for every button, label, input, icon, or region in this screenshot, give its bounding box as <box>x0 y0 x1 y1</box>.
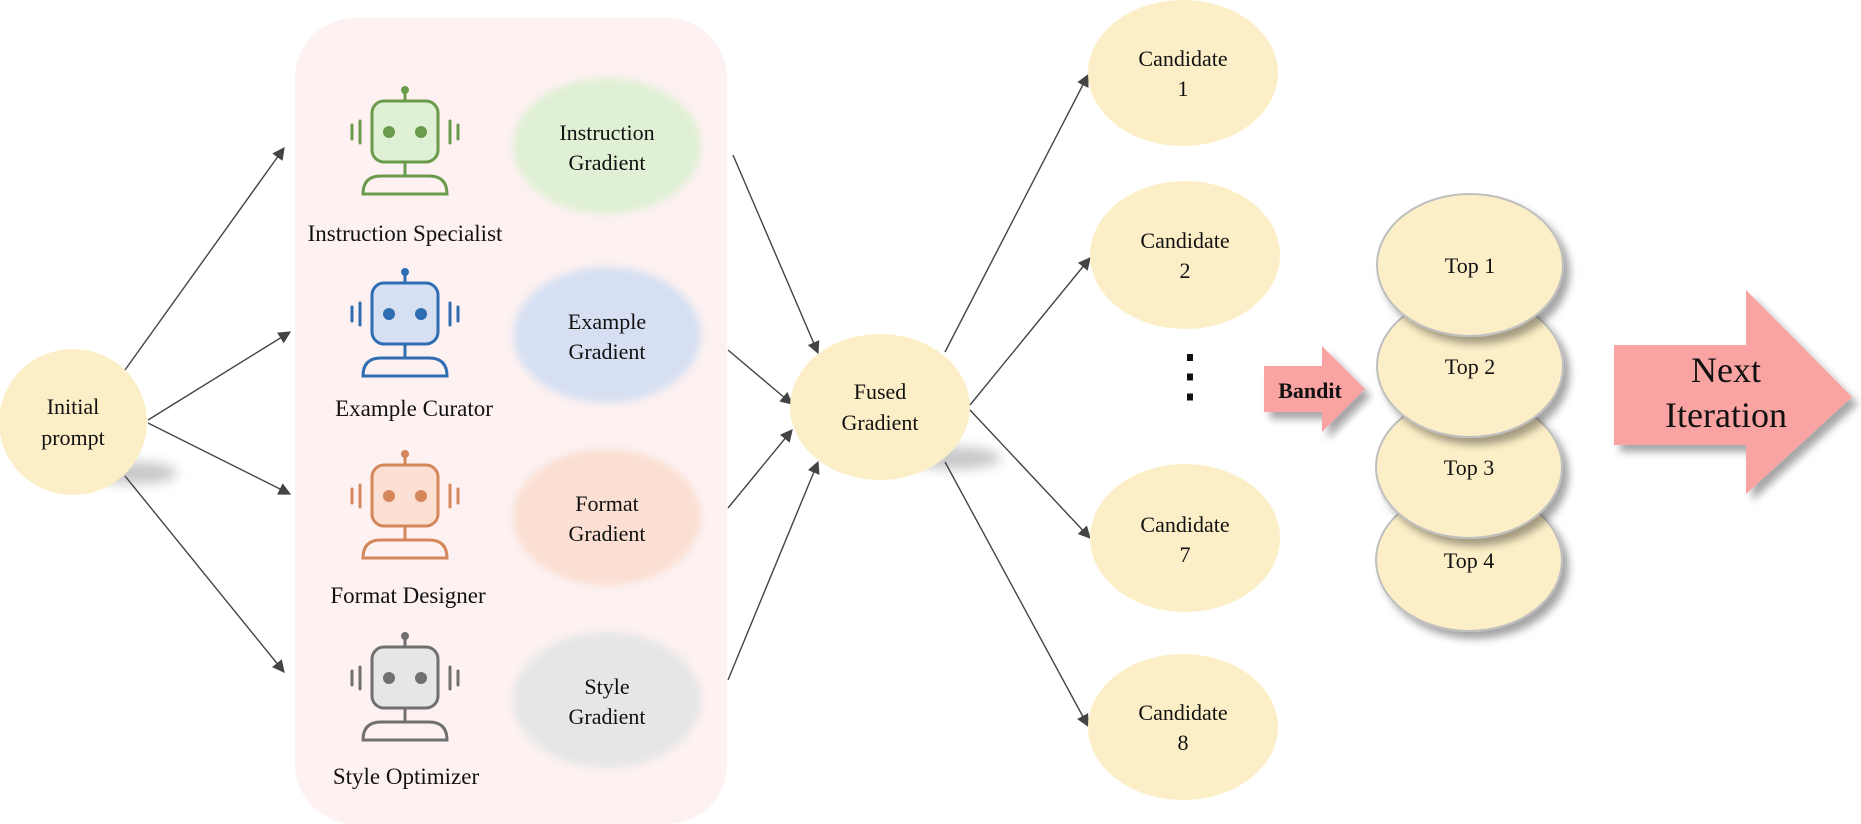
format-gradient-node <box>513 449 701 585</box>
style-gradient-node <box>513 632 701 768</box>
robot-icon <box>350 268 460 378</box>
arrows-to-candidates <box>944 73 1091 728</box>
next-line2: Iteration <box>1665 395 1787 435</box>
candidate-line1: Candidate <box>1140 228 1229 253</box>
agents-panel <box>295 18 727 824</box>
gradient-label-line2: Gradient <box>569 704 646 729</box>
top-label: Top 4 <box>1444 548 1494 573</box>
gradient-label-line1: Format <box>575 491 639 516</box>
agent-label: Format Designer <box>330 583 486 608</box>
agent-style-optimizer: Style Optimizer Style Gradient <box>333 632 701 789</box>
next-iteration-arrow: Next Iteration <box>1614 290 1852 494</box>
gradient-label-line1: Example <box>568 309 646 334</box>
agent-label: Instruction Specialist <box>308 221 503 246</box>
top-stack: Top 4 Top 3 Top 2 Top 1 <box>1375 193 1564 632</box>
candidate-line2: 1 <box>1178 76 1189 101</box>
robot-icon <box>350 450 460 560</box>
candidate-line2: 2 <box>1180 258 1191 283</box>
example-gradient-node <box>513 267 701 403</box>
candidate-node: Candidate 2 <box>1090 181 1280 329</box>
agent-example-curator: Example Curator Example Gradient <box>335 267 701 421</box>
instruction-gradient-node <box>513 78 701 214</box>
gradient-label-line2: Gradient <box>569 521 646 546</box>
robot-icon <box>350 632 460 742</box>
candidate-line2: 7 <box>1180 542 1191 567</box>
candidate-line1: Candidate <box>1138 46 1227 71</box>
next-line1: Next <box>1691 350 1761 390</box>
top-node: Top 2 <box>1376 294 1564 438</box>
agent-instruction-specialist: Instruction Specialist Instruction Gradi… <box>308 78 701 246</box>
gradient-label-line1: Instruction <box>559 120 654 145</box>
top-label: Top 1 <box>1445 253 1495 278</box>
arrows-to-fused <box>727 154 820 681</box>
top-label: Top 2 <box>1445 354 1495 379</box>
candidate-line1: Candidate <box>1138 700 1227 725</box>
candidate-line1: Candidate <box>1140 512 1229 537</box>
agent-format-designer: Format Designer Format Gradient <box>330 449 701 608</box>
agent-label: Style Optimizer <box>333 764 480 789</box>
bandit-arrow: Bandit <box>1264 346 1365 432</box>
agent-label: Example Curator <box>335 396 493 421</box>
fused-line2: Gradient <box>842 410 919 435</box>
initial-prompt-node: Initial prompt <box>0 349 177 495</box>
gradient-label-line2: Gradient <box>569 339 646 364</box>
bandit-label: Bandit <box>1278 378 1342 403</box>
arrows-to-agents <box>124 146 292 673</box>
candidate-node: Candidate 8 <box>1088 654 1278 800</box>
robot-icon <box>350 86 460 196</box>
fused-line1: Fused <box>854 379 907 404</box>
candidate-line2: 8 <box>1178 730 1189 755</box>
gradient-label-line2: Gradient <box>569 150 646 175</box>
candidate-node: Candidate 7 <box>1090 464 1280 612</box>
initial-prompt-line1: Initial <box>47 394 100 419</box>
top-node: Top 3 <box>1375 395 1563 539</box>
top-node: Top 1 <box>1376 193 1564 337</box>
candidates-ellipsis: ⋮ <box>1161 343 1219 408</box>
fused-gradient-node: Fused Gradient <box>790 334 1001 480</box>
top-label: Top 3 <box>1444 455 1494 480</box>
gradient-label-line1: Style <box>584 674 629 699</box>
candidate-node: Candidate 1 <box>1088 0 1278 146</box>
initial-prompt-line2: prompt <box>41 425 105 450</box>
